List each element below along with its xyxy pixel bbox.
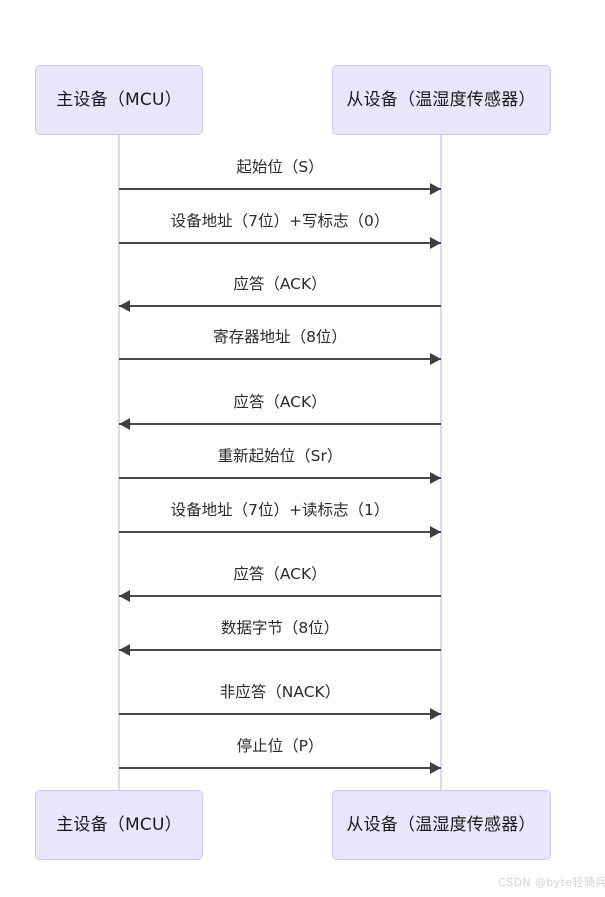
- actor-box-master-top: 主设备（MCU）: [35, 65, 203, 135]
- actor-label-master-bottom: 主设备（MCU）: [56, 814, 182, 835]
- message-arrow-line-11: [119, 767, 441, 769]
- message-arrow-line-8: [119, 595, 441, 597]
- message-label-1: 起始位（S）: [236, 158, 324, 176]
- message-label-4: 寄存器地址（8位）: [213, 328, 347, 346]
- message-arrow-head-7: [430, 526, 441, 538]
- message-arrow-head-5: [119, 418, 130, 430]
- actor-label-slave-bottom: 从设备（温湿度传感器）: [346, 814, 536, 835]
- message-arrow-line-5: [119, 423, 441, 425]
- message-arrow-line-10: [119, 713, 441, 715]
- message-label-7: 设备地址（7位）+读标志（1）: [170, 501, 390, 519]
- message-arrow-head-10: [430, 708, 441, 720]
- message-arrow-head-11: [430, 762, 441, 774]
- message-arrow-line-6: [119, 477, 441, 479]
- message-arrow-line-9: [119, 649, 441, 651]
- message-label-11: 停止位（P）: [236, 737, 324, 755]
- actor-label-master-top: 主设备（MCU）: [56, 89, 182, 110]
- lifeline-slave: [440, 135, 442, 790]
- actor-box-slave-top: 从设备（温湿度传感器）: [331, 65, 551, 135]
- message-arrow-head-1: [430, 183, 441, 195]
- lifeline-master: [118, 135, 120, 790]
- message-arrow-line-1: [119, 188, 441, 190]
- message-label-5: 应答（ACK）: [233, 393, 327, 411]
- message-label-9: 数据字节（8位）: [220, 619, 340, 637]
- message-label-8: 应答（ACK）: [233, 565, 327, 583]
- message-arrow-line-2: [119, 242, 441, 244]
- message-arrow-line-7: [119, 531, 441, 533]
- message-label-2: 设备地址（7位）+写标志（0）: [170, 212, 390, 230]
- actor-label-slave-top: 从设备（温湿度传感器）: [346, 89, 536, 110]
- message-arrow-head-9: [119, 644, 130, 656]
- actor-box-master-bottom: 主设备（MCU）: [35, 790, 203, 860]
- message-arrow-head-8: [119, 590, 130, 602]
- message-arrow-head-3: [119, 300, 130, 312]
- message-label-10: 非应答（NACK）: [219, 683, 341, 701]
- message-arrow-head-2: [430, 237, 441, 249]
- message-arrow-head-4: [430, 353, 441, 365]
- message-label-6: 重新起始位（Sr）: [217, 447, 343, 465]
- message-arrow-line-4: [119, 358, 441, 360]
- message-label-3: 应答（ACK）: [233, 275, 327, 293]
- watermark: CSDN @byte轻骑兵: [498, 876, 605, 889]
- message-arrow-head-6: [430, 472, 441, 484]
- message-arrow-line-3: [119, 305, 441, 307]
- actor-box-slave-bottom: 从设备（温湿度传感器）: [331, 790, 551, 860]
